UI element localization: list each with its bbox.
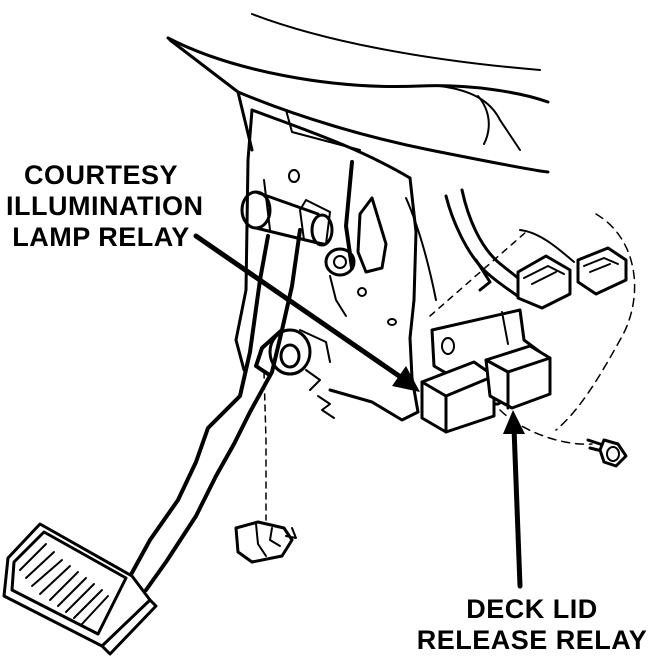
courtesy-label-line-3: LAMP RELAY <box>12 222 190 252</box>
pivot-shaft <box>240 190 356 317</box>
courtesy-illumination-lamp-relay-label: COURTESY ILLUMINATION LAMP RELAY <box>6 160 204 253</box>
pedal-arm <box>126 228 331 592</box>
pedal-clip <box>234 371 297 564</box>
courtesy-label-line-2: ILLUMINATION <box>6 191 204 221</box>
pedal-pad <box>2 522 158 656</box>
deck-label-line-1: DECK LID <box>466 594 598 624</box>
deck-lid-release-relay-label: DECK LID RELEASE RELAY <box>412 594 652 656</box>
dashboard-panel <box>166 13 550 174</box>
deck-lid-relay-leader-arrow <box>503 410 525 589</box>
mounting-bolt <box>586 438 628 468</box>
deck-label-line-2: RELEASE RELAY <box>416 625 648 655</box>
courtesy-relay-leader-arrow <box>193 233 420 392</box>
courtesy-label-line-1: COURTESY <box>23 160 179 190</box>
wiring-harness <box>429 188 636 445</box>
courtesy-illumination-lamp-relay <box>420 360 496 434</box>
deck-lid-release-relay <box>484 344 552 410</box>
